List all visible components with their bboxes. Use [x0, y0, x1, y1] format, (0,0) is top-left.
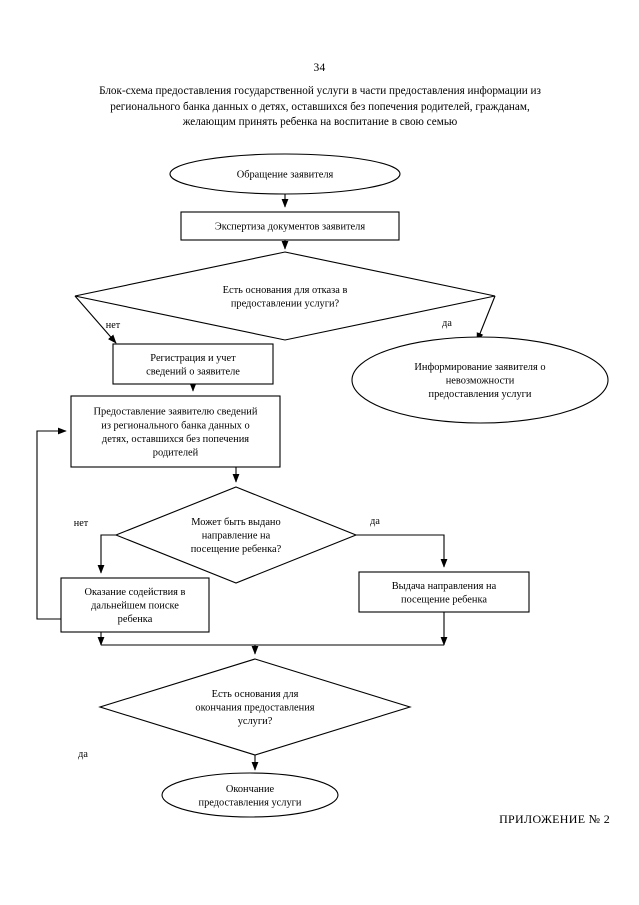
- node-label-line: невозможности: [446, 376, 515, 387]
- node-label-line: Экспертиза документов заявителя: [215, 222, 365, 233]
- connector-refusal-yes: [476, 295, 496, 342]
- node-label-line: Обращение заявителя: [237, 170, 334, 181]
- branch-label-layer: нет да нет да да: [74, 318, 453, 760]
- branch-label-refusal-yes: да: [442, 318, 452, 329]
- node-label-line: услуги?: [238, 716, 273, 727]
- diamond-shape: [114, 486, 358, 584]
- flow-node-referral-decision: Может быть выдано направление на посещение…: [114, 486, 358, 584]
- node-label-line: предоставления услуги: [199, 797, 302, 808]
- connector-referral-no: [97, 534, 116, 574]
- node-label-line: дальнейшем поиске: [91, 601, 179, 612]
- ellipse-shape: [161, 772, 339, 818]
- flow-node-refusal-decision: Есть основания для отказа в предоставлени…: [74, 251, 496, 341]
- diamond-shape: [98, 658, 412, 756]
- rectangle-shape: [70, 395, 281, 468]
- node-label-line: Выдача направления на: [392, 581, 497, 592]
- node-label-line: детях, оставшихся без попечения: [102, 434, 249, 445]
- flow-node-provide-info: Предоставление заявителю сведений из реги…: [70, 395, 281, 468]
- connector-layer: [36, 194, 496, 771]
- appendix-label: ПРИЛОЖЕНИЕ № 2: [499, 812, 610, 826]
- branch-label-referral-no: нет: [74, 518, 89, 529]
- page-title-line-1: Блок-схема предоставления государственно…: [99, 85, 541, 97]
- page-title: Блок-схема предоставления государственно…: [70, 84, 570, 131]
- flow-node-further-search: Оказание содействия в дальнейшем поиске ре…: [60, 577, 210, 633]
- node-label-line: Есть основания для отказа в: [223, 285, 348, 296]
- flow-node-inform-impossibility: Информирование заявителя о невозможности п…: [351, 336, 609, 424]
- branch-label-refusal-no: нет: [106, 320, 121, 331]
- ellipse-shape: [169, 153, 401, 195]
- node-label-line: посещение ребенка: [401, 594, 487, 605]
- rectangle-shape: [358, 571, 530, 613]
- node-label-line: окончания предоставления: [195, 703, 314, 714]
- node-label-line: из регионального банка данных о: [101, 420, 249, 431]
- connector-further-search-loop: [36, 427, 67, 620]
- node-label-line: Оказание содействия в: [85, 587, 186, 598]
- branch-label-referral-yes: да: [370, 516, 380, 527]
- flow-node-registration: Регистрация и учет сведений о заявителе: [112, 343, 274, 385]
- flow-node-end: Окончание предоставления услуги: [161, 772, 339, 818]
- node-label-line: Есть основания для: [212, 689, 299, 700]
- rectangle-shape: [60, 577, 210, 633]
- node-label-line: направление на: [202, 531, 271, 542]
- rectangle-shape: [112, 343, 274, 385]
- diamond-shape: [74, 251, 496, 341]
- branch-label-completion-yes: да: [78, 749, 88, 760]
- node-label-line: Информирование заявителя о: [414, 362, 545, 373]
- page-number: 34: [313, 62, 326, 74]
- connector-refusal-no: [74, 295, 117, 344]
- node-label-line: Регистрация и учет: [150, 353, 236, 364]
- flow-node-issue-referral: Выдача направления на посещение ребенка: [358, 571, 530, 613]
- page-title-line-2: регионального банка данных о детях, оста…: [110, 100, 530, 113]
- node-label-line: сведений о заявителе: [146, 366, 240, 377]
- node-label-line: предоставления услуги: [429, 389, 532, 400]
- flow-node-start: Обращение заявителя: [169, 153, 401, 195]
- node-label-line: родителей: [153, 448, 199, 459]
- node-label-line: предоставлении услуги?: [231, 298, 340, 309]
- page-title-line-3: желающим принять ребенка на воспитание в…: [182, 116, 458, 129]
- flow-node-expertise: Экспертиза документов заявителя: [180, 211, 400, 241]
- rectangle-shape: [180, 211, 400, 241]
- connector-referral-yes: [356, 534, 448, 568]
- node-label-line: посещение ребенка?: [191, 544, 282, 555]
- node-label-line: Окончание: [226, 784, 275, 795]
- node-label-line: ребенка: [118, 614, 153, 625]
- connector-junction-bar: [101, 644, 444, 654]
- node-label-line: Может быть выдано: [191, 517, 280, 528]
- flow-node-completion-decision: Есть основания для окончания предоставлен…: [98, 658, 412, 756]
- node-label-line: Предоставление заявителю сведений: [94, 407, 258, 418]
- ellipse-shape: [351, 336, 609, 424]
